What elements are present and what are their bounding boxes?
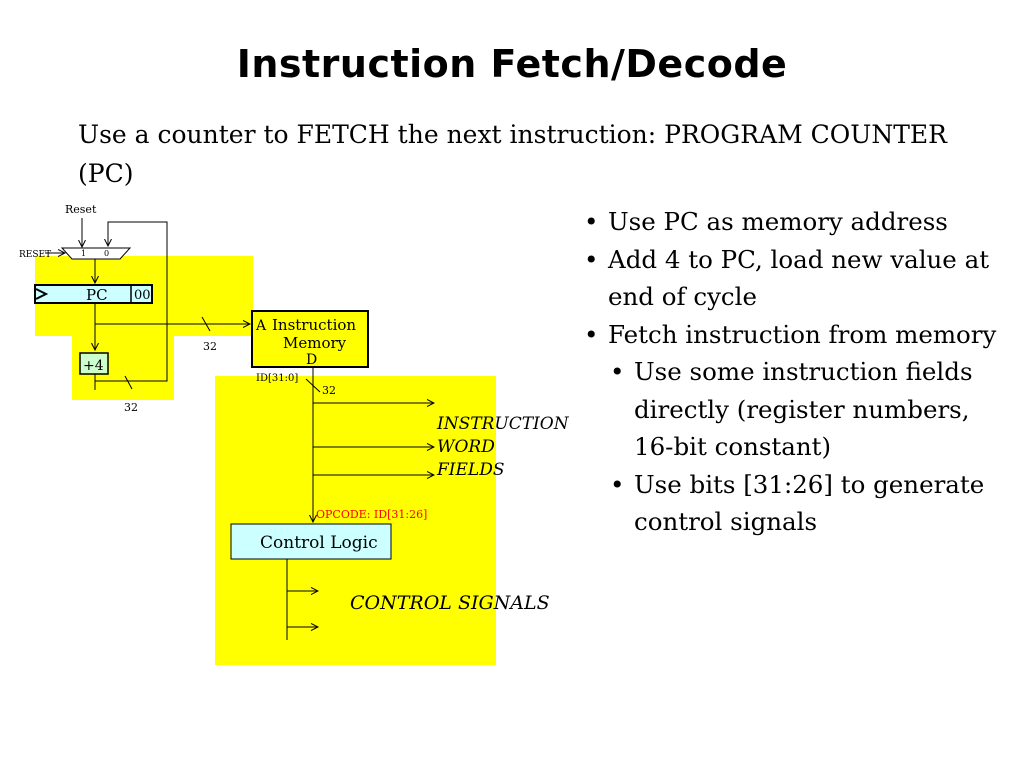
memory-label-line2: Memory xyxy=(283,334,347,352)
memory-port-d: D xyxy=(306,352,317,368)
control-signals-label: CONTROL SIGNALS xyxy=(350,592,550,614)
memory-port-a: A xyxy=(255,318,267,334)
mux-input-1: 1 xyxy=(81,249,86,258)
slide-title: Instruction Fetch/Decode xyxy=(236,42,788,86)
mux-input-0: 0 xyxy=(104,249,109,258)
control-logic-box xyxy=(230,523,392,560)
sub-bullet-item: •Use some instruction fields directly (r… xyxy=(610,357,973,461)
memory-label-line1: Instruction xyxy=(272,316,356,334)
fields-label-line2: WORD xyxy=(437,437,495,457)
adder-label: +4 xyxy=(83,358,104,374)
pc-bus-width: 32 xyxy=(203,340,217,353)
bullet-item: •Use PC as memory address xyxy=(584,207,948,236)
bullet-item: •Add 4 to PC, load new value at end of c… xyxy=(584,244,990,312)
bullet-item: •Fetch instruction from memory xyxy=(584,319,997,349)
opcode-label: OPCODE: ID[31:26] xyxy=(316,508,427,521)
fields-label-line3: FIELDS xyxy=(436,460,505,480)
pc-low-bits: 00 xyxy=(134,288,151,303)
control-logic-label: Control Logic xyxy=(260,533,378,553)
slide-subtitle: Use a counter to FETCH the next instruct… xyxy=(78,120,947,188)
pc-mux xyxy=(60,247,132,260)
plus-four-adder xyxy=(79,352,109,375)
pc-label: PC xyxy=(86,286,108,304)
clock-input-icon xyxy=(35,288,49,300)
bullet-list: •Use PC as memory address •Add 4 to PC, … xyxy=(584,203,1014,541)
reset-signal-label: RESET xyxy=(19,250,51,260)
id-label: ID[31:0] xyxy=(256,373,298,384)
id-bus-width: 32 xyxy=(322,384,336,397)
sub-bullet-item: •Use bits [31:26] to generate control si… xyxy=(610,469,985,537)
pc-register xyxy=(34,284,153,304)
decode-highlight-region xyxy=(215,376,496,665)
adder-bus-width: 32 xyxy=(124,401,138,414)
instruction-memory xyxy=(251,310,369,368)
fields-label-line1: INSTRUCTION xyxy=(436,414,570,434)
reset-label: Reset xyxy=(65,203,97,216)
